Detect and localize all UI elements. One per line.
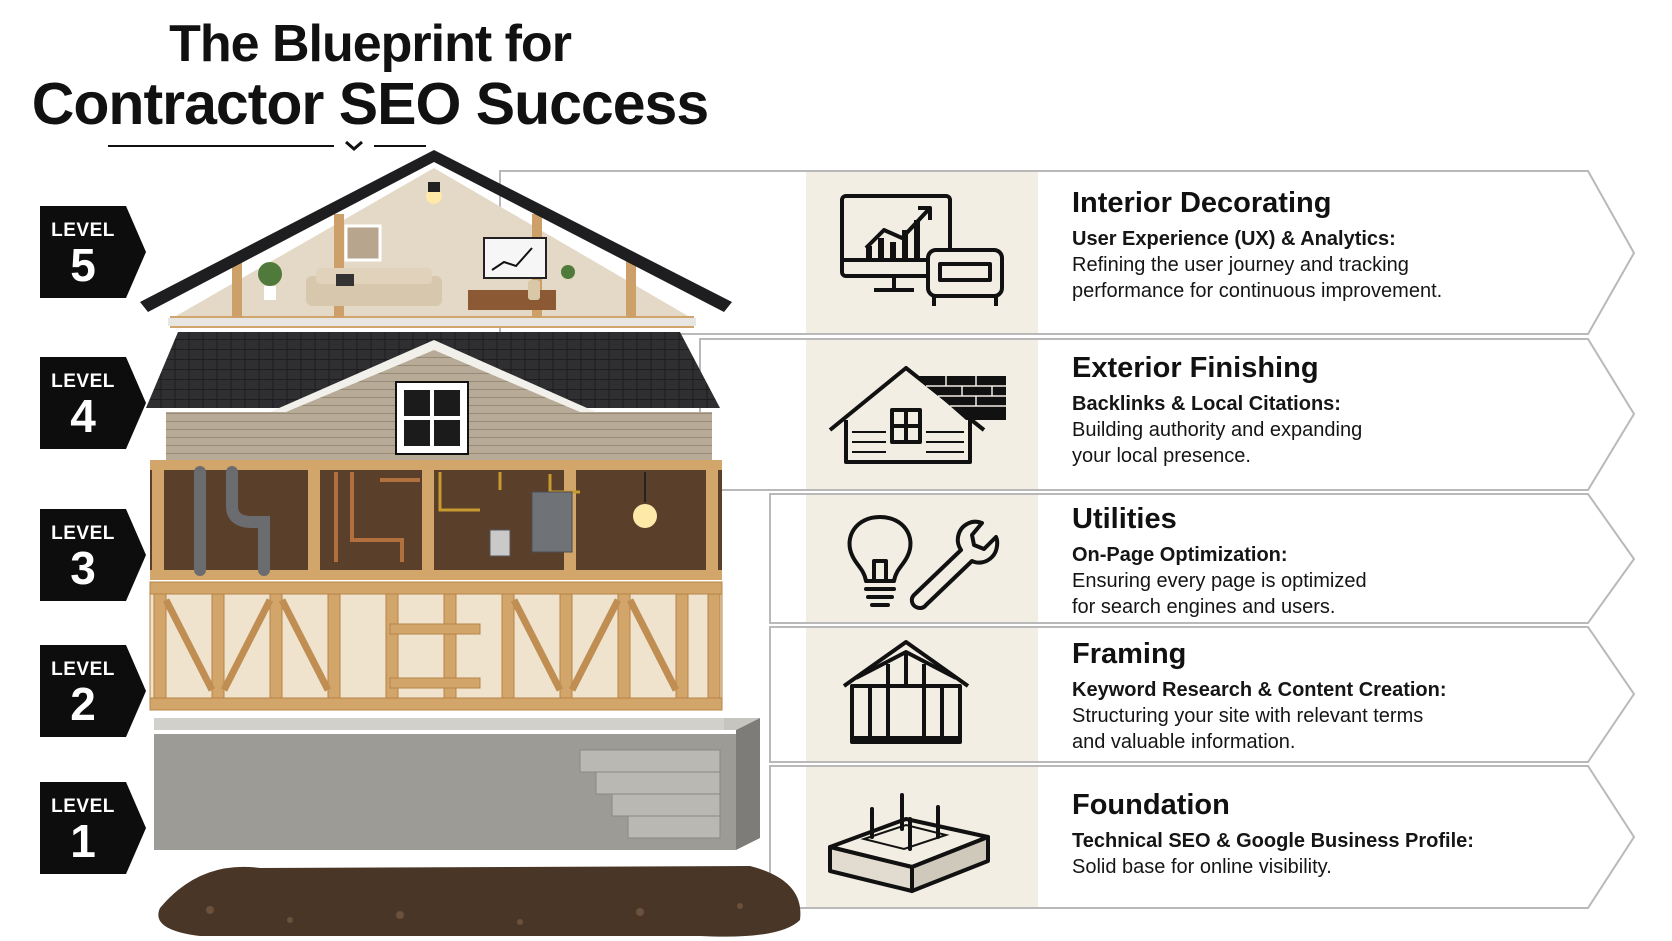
icon-panel-level-3 [806, 495, 1038, 622]
page-title: The Blueprint for Contractor SEO Success [30, 14, 710, 134]
level-3-subheading: On-Page Optimization: [1072, 544, 1288, 566]
level-1-description: Solid base for online visibility. [1072, 856, 1332, 878]
level-3-word: LEVEL [51, 523, 115, 544]
level-5-word: LEVEL [51, 220, 115, 241]
level-2-number: 2 [70, 678, 96, 730]
level-2-subheading: Keyword Research & Content Creation: [1072, 679, 1447, 701]
panel-level-3 [769, 493, 1636, 624]
level-4-number: 4 [70, 390, 96, 442]
level-1-heading: Foundation [1072, 789, 1230, 821]
icon-panel-level-5 [806, 172, 1038, 333]
level-3-text: Utilities On-Page Optimization: Ensuring… [1072, 502, 1572, 620]
level-1-text: Foundation Technical SEO & Google Busine… [1072, 788, 1572, 880]
lightbulb-wrench-icon [847, 515, 1000, 611]
icon-panel-level-1 [806, 767, 1038, 907]
house-roof-icon [828, 366, 1006, 464]
level-4-description: Building authority and expanding your lo… [1072, 419, 1363, 467]
soil [158, 866, 801, 937]
foundation-slab [154, 718, 760, 850]
concrete-foundation-icon [828, 793, 990, 893]
title-divider [108, 140, 426, 151]
level-1-number: 1 [70, 815, 96, 867]
level-2-description: Structuring your site with relevant term… [1072, 705, 1424, 753]
house-illustration [140, 150, 801, 937]
level-2-heading: Framing [1072, 638, 1187, 670]
level-2-badge: LEVEL 2 [40, 645, 146, 737]
monitor-chart-sofa-icon [840, 194, 1004, 306]
window [395, 381, 469, 455]
level-4-subheading: Backlinks & Local Citations: [1072, 393, 1341, 415]
utilities-wall [150, 460, 722, 580]
level-3-number: 3 [70, 542, 96, 594]
level-5-heading: Interior Decorating [1072, 187, 1332, 219]
level-1-badge: LEVEL 1 [40, 782, 146, 874]
level-4-text: Exterior Finishing Backlinks & Local Cit… [1072, 351, 1572, 469]
wood-framing [149, 581, 723, 711]
level-2-word: LEVEL [51, 659, 115, 680]
level-5-number: 5 [70, 239, 96, 291]
level-5-subheading: User Experience (UX) & Analytics: [1072, 228, 1396, 250]
level-3-badge: LEVEL 3 [40, 509, 146, 601]
level-2-text: Framing Keyword Research & Content Creat… [1072, 637, 1572, 755]
level-4-badge: LEVEL 4 [40, 357, 146, 449]
level-4-heading: Exterior Finishing [1072, 352, 1319, 384]
level-1-subheading: Technical SEO & Google Business Profile: [1072, 830, 1474, 852]
level-5-badge: LEVEL 5 [40, 206, 146, 298]
level-3-heading: Utilities [1072, 503, 1177, 535]
title-line-2: Contractor SEO Success [31, 71, 709, 137]
level-3-description: Ensuring every page is optimized for sea… [1072, 570, 1367, 618]
level-1-word: LEVEL [51, 796, 115, 817]
level-5-text: Interior Decorating User Experience (UX)… [1072, 186, 1572, 304]
level-5-description: Refining the user journey and tracking p… [1072, 254, 1443, 302]
exterior-siding [146, 332, 720, 460]
panel-level-2 [769, 626, 1636, 763]
icon-panel-level-2 [806, 628, 1038, 761]
title-line-1: The Blueprint for [169, 15, 572, 73]
icon-panel-level-4 [806, 340, 1038, 489]
level-4-word: LEVEL [51, 371, 115, 392]
house-frame-icon [842, 640, 970, 744]
